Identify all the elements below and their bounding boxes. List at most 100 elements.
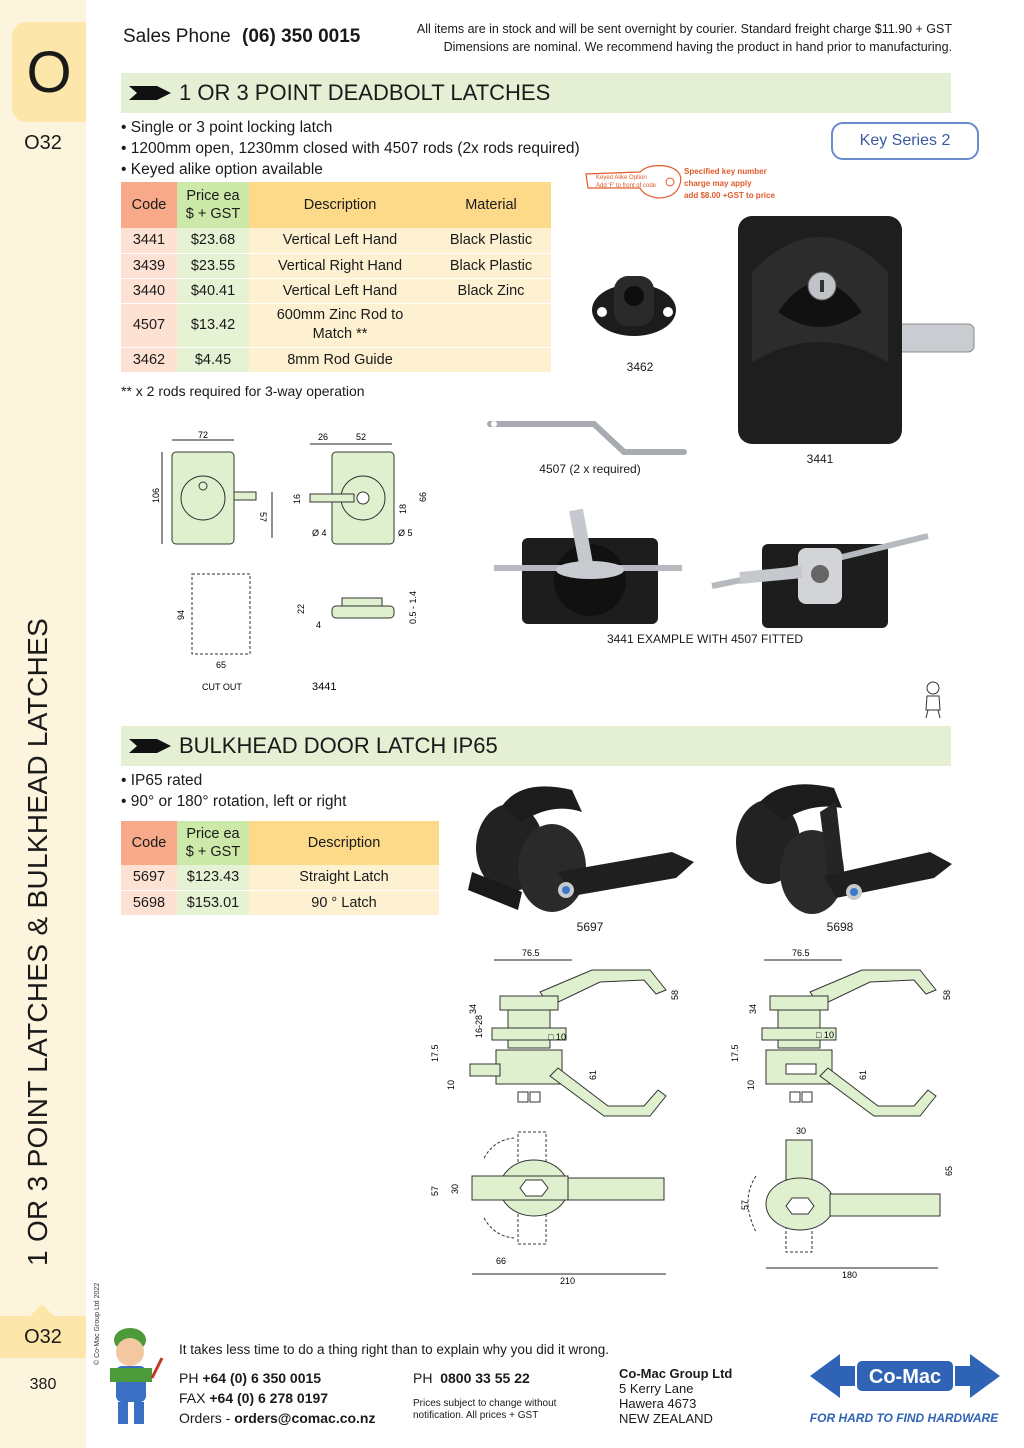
key-option-graphic: Keyed Alike Option Add 'F' to front of c… <box>585 165 775 200</box>
dim-57: 57 <box>258 512 268 522</box>
cell-price: $13.42 <box>177 303 249 348</box>
sales-phone: Sales Phone (06) 350 0015 <box>123 26 360 48</box>
table-row: 3440 $40.41 Vertical Left Hand Black Zin… <box>121 278 551 304</box>
table-footnote: ** x 2 rods required for 3-way operation <box>121 383 365 399</box>
address-line: NEW ZEALAND <box>619 1411 713 1426</box>
dim-58-b: 58 <box>942 990 952 1000</box>
bullet-item: • Keyed alike option available <box>121 161 323 178</box>
table-row: 3439 $23.55 Vertical Right Hand Black Pl… <box>121 253 551 279</box>
header-note-line2: Dimensions are nominal. We recommend hav… <box>443 40 952 54</box>
dim-65: 65 <box>216 660 226 670</box>
contact-block: PH +64 (0) 6 350 0015 FAX +64 (0) 6 278 … <box>179 1368 376 1428</box>
deadbolt-bullets: • Single or 3 point locking latch • 1200… <box>121 117 580 180</box>
dim-210: 210 <box>560 1276 575 1286</box>
dim-10-b: 10 <box>746 1080 756 1090</box>
table-row: 3441 $23.68 Vertical Left Hand Black Pla… <box>121 228 551 254</box>
keyed-alike-note2: Add 'F' to front of code <box>596 183 657 189</box>
caption-3441-photo: 3441 <box>806 452 834 466</box>
dim-10sq-b: □ 10 <box>816 1030 834 1040</box>
dim-94: 94 <box>176 610 186 620</box>
dim-05: 0.5 - 1.4 <box>408 591 418 624</box>
dim-65-b: 65 <box>944 1166 954 1176</box>
caption-example: 3441 EXAMPLE WITH 4507 FITTED <box>606 632 804 646</box>
cell-material: Black Plastic <box>431 253 551 279</box>
dim-61: 61 <box>588 1070 598 1080</box>
example-photo-left <box>494 508 682 624</box>
comac-logo: Co-Mac FOR HARD TO FIND HARDWARE <box>810 1354 1000 1425</box>
latch-5697-image <box>468 786 694 912</box>
latch-5698-drawing: 76.5 58 34 □ 10 17.5 10 61 30 57 65 180 <box>730 948 954 1280</box>
caption-cutout: CUT OUT <box>202 682 242 692</box>
latch-5697-drawing: 76.5 58 34 16-28 □ 10 17.5 10 61 57 30 6… <box>430 948 680 1286</box>
dim-76-5: 76.5 <box>522 948 540 958</box>
bulkhead-bullets: • IP65 rated • 90° or 180° rotation, lef… <box>121 770 346 812</box>
col-price-line1: Price ea <box>186 826 240 842</box>
col-material: Material <box>431 182 551 228</box>
table-header-row: Code Price ea$ + GST Description Materia… <box>121 182 551 228</box>
cell-material: Black Zinc <box>431 278 551 304</box>
sales-phone-number: (06) 350 0015 <box>242 26 361 47</box>
spec-key-note1: Specified key number <box>684 167 767 176</box>
sidebar <box>0 0 86 1448</box>
sales-phone-label: Sales Phone <box>123 26 231 47</box>
cell-price: $23.55 <box>177 253 249 279</box>
latch-5698-image <box>736 784 952 914</box>
dim-17-5-b: 17.5 <box>730 1044 740 1062</box>
dim-34: 34 <box>468 1004 478 1014</box>
fax-number: +64 (0) 6 278 0197 <box>209 1390 329 1406</box>
page-code-bottom: O32 <box>0 1304 86 1358</box>
bullet-item: • 1200mm open, 1230mm closed with 4507 r… <box>121 140 580 157</box>
spec-key-note2: charge may apply <box>684 179 752 188</box>
header-note-line1: All items are in stock and will be sent … <box>416 22 952 36</box>
cell-price: $4.45 <box>177 347 249 372</box>
address-line: Hawera 4673 <box>619 1396 697 1411</box>
dim-57: 57 <box>430 1186 440 1196</box>
cell-price: $153.01 <box>177 890 249 915</box>
cell-price: $40.41 <box>177 278 249 304</box>
dim-22: 22 <box>296 604 306 614</box>
col-code: Code <box>121 182 177 228</box>
cell-code: 3441 <box>121 228 177 254</box>
cell-price: $123.43 <box>177 865 249 891</box>
page-code-top: O32 <box>24 132 62 154</box>
example-photo-right <box>711 533 929 628</box>
dim-10sq: □ 10 <box>548 1032 566 1042</box>
latch-3441-drawing: 72 106 57 26 52 16 18 66 Ø 4 Ø 5 94 65 C… <box>151 430 428 693</box>
dim-66: 66 <box>496 1256 506 1266</box>
cell-material <box>431 347 551 372</box>
orders-label: Orders - <box>179 1410 231 1426</box>
address-block: Co-Mac Group Ltd 5 Kerry Lane Hawera 467… <box>619 1366 732 1426</box>
cell-desc: Vertical Right Hand <box>249 253 431 279</box>
col-price: Price ea$ + GST <box>177 182 249 228</box>
arrow-icon <box>129 86 171 100</box>
rod-guide-image <box>592 276 676 336</box>
dim-18: 18 <box>398 504 408 514</box>
orders-email[interactable]: orders@comac.co.nz <box>234 1410 376 1426</box>
dim-d5: Ø 5 <box>398 528 413 538</box>
cell-code: 3440 <box>121 278 177 304</box>
table-row: 5698 $153.01 90 ° Latch <box>121 890 439 915</box>
dim-52: 52 <box>356 432 366 442</box>
section-bulkhead-title: BULKHEAD DOOR LATCH IP65 <box>179 733 498 758</box>
cell-desc: Straight Latch <box>249 865 439 891</box>
page-number: 380 <box>29 1376 57 1393</box>
prices-note: Prices subject to change without notific… <box>413 1398 556 1422</box>
dim-17-5: 17.5 <box>430 1044 440 1062</box>
cell-desc: 8mm Rod Guide <box>249 347 431 372</box>
key-series-badge: Key Series 2 <box>831 122 979 160</box>
dim-76-5-b: 76.5 <box>792 948 810 958</box>
section-letter: O <box>26 39 72 105</box>
bullet-item: • Single or 3 point locking latch <box>121 119 333 136</box>
table-header-row: Code Price ea$ + GST Description <box>121 821 439 865</box>
cell-code: 5698 <box>121 890 177 915</box>
dim-58: 58 <box>670 990 680 1000</box>
col-price-line1: Price ea <box>186 188 240 204</box>
cell-price: $23.68 <box>177 228 249 254</box>
footer-quote: It takes less time to do a thing right t… <box>179 1342 609 1357</box>
caption-5697: 5697 <box>576 920 604 934</box>
col-price: Price ea$ + GST <box>177 821 249 865</box>
ph2-number: 0800 33 55 22 <box>440 1370 530 1386</box>
freephone-block: PH 0800 33 55 22 <box>413 1368 530 1388</box>
cell-code: 5697 <box>121 865 177 891</box>
cell-desc: 90 ° Latch <box>249 890 439 915</box>
